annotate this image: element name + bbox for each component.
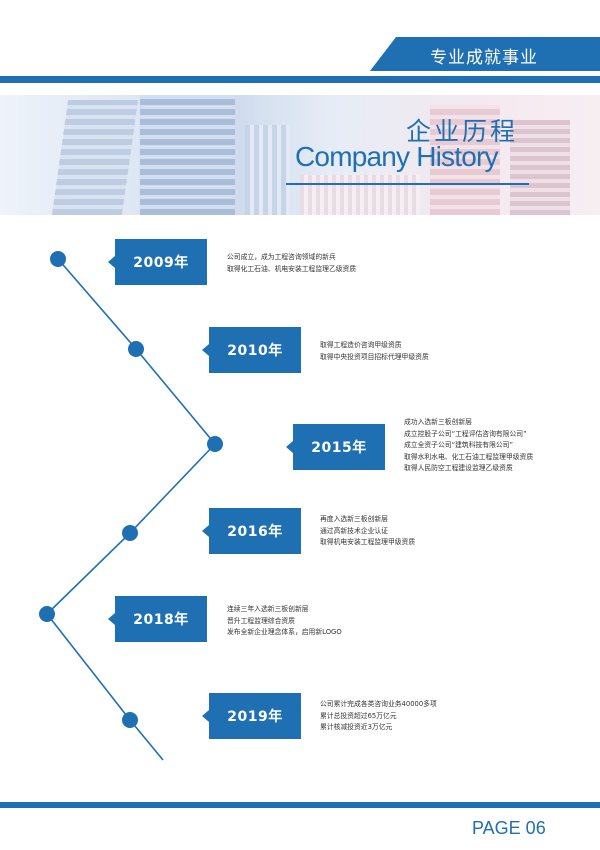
building-graphic (430, 105, 500, 215)
event-line: 取得中央投资项目招标代理甲级资质 (320, 352, 429, 361)
event-description: 公司成立，成为工程咨询领域的新兵 取得化工石油、机电安装工程监理乙级资质 (227, 252, 356, 275)
banner-image: 企业历程 Company History (0, 95, 600, 215)
event-description: 公司累计完成各类咨询业务40000多项 累计总投资超过65万亿元 累计核减投资近… (320, 699, 437, 734)
section-header-tab: 专业成就事业 (370, 37, 600, 71)
event-line: 累计总投资超过65万亿元 (320, 711, 397, 720)
event-line: 晋升工程监理综合资质 (227, 616, 295, 625)
event-line: 发布全新企业理念体系，启用新LOGO (227, 628, 342, 636)
year-badge: 2018年 (108, 596, 207, 642)
year-badge: 2015年 (286, 424, 385, 470)
timeline-node (39, 606, 55, 622)
event-line: 连续三年入选新三板创新层 (227, 605, 309, 613)
building-graphic (510, 120, 570, 215)
year-badge: 2016年 (202, 508, 301, 554)
year-label: 2018年 (133, 612, 189, 628)
building-graphic (51, 100, 139, 215)
footer-divider (0, 802, 600, 808)
event-line: 再度入选新三板创新层 (320, 515, 388, 523)
event-description: 再度入选新三板创新层 通过高新技术企业认证 取得机电安装工程监理甲级资质 (320, 514, 415, 549)
event-line: 取得水利水电、化工石油工程监理甲级资质 (404, 452, 534, 461)
banner-title-en: Company History (295, 141, 499, 172)
banner-title-cn: 企业历程 (405, 117, 518, 146)
event-description: 取得工程造价咨询甲级资质 取得中央投资项目招标代理甲级资质 (320, 340, 429, 363)
year-badge: 2009年 (108, 239, 207, 285)
event-line: 取得人民防空工程建设监理乙级资质 (404, 464, 513, 472)
event-line: 取得化工石油、机电安装工程监理乙级资质 (227, 264, 357, 273)
event-line: 取得工程造价咨询甲级资质 (320, 341, 402, 349)
event-description: 成功入选新三板创新层 成立控股子公司“工程评估咨询有限公司” 成立全资子公司“建… (404, 417, 533, 475)
event-line: 公司成立，成为工程咨询领域的新兵 (227, 253, 336, 261)
year-badge: 2019年 (202, 693, 301, 739)
building-graphic (245, 125, 290, 215)
building-graphic (300, 175, 420, 215)
timeline-node (122, 712, 138, 728)
event-line: 取得机电安装工程监理甲级资质 (320, 538, 416, 546)
building-graphic (140, 95, 235, 215)
year-label: 2009年 (133, 255, 189, 271)
year-label: 2015年 (311, 440, 367, 456)
year-label: 2010年 (227, 343, 283, 359)
header-divider (0, 76, 600, 83)
event-line: 公司累计完成各类咨询业务40000多项 (320, 700, 437, 708)
event-line: 成立控股子公司“工程评估咨询有限公司” (404, 429, 527, 438)
year-label: 2019年 (227, 709, 283, 725)
event-description: 连续三年入选新三板创新层 晋升工程监理综合资质 发布全新企业理念体系，启用新LO… (227, 604, 342, 639)
page-number: PAGE 06 (472, 818, 546, 838)
timeline-node (122, 525, 138, 541)
event-line: 累计核减投资近3万亿元 (320, 723, 393, 731)
timeline-node (128, 341, 144, 357)
timeline-node (207, 436, 223, 452)
year-badge: 2010年 (202, 327, 301, 373)
event-line: 成立全资子公司“建筑科技有限公司” (404, 441, 513, 449)
timeline-node (50, 251, 66, 267)
event-line: 通过高新技术企业认证 (320, 526, 388, 535)
banner-underline (286, 183, 529, 185)
year-label: 2016年 (227, 524, 283, 540)
event-line: 成功入选新三板创新层 (404, 418, 472, 426)
section-title: 专业成就事业 (430, 48, 538, 68)
